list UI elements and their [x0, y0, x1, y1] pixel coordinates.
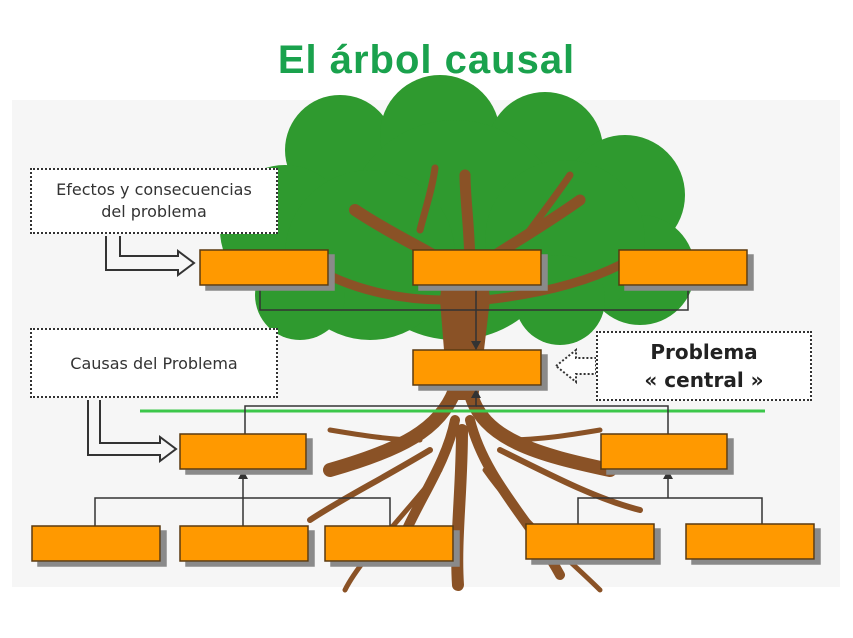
effects-pointer-arrow: [105, 236, 196, 277]
causes-label: Causas del Problema: [70, 353, 238, 373]
pointer-arrows: [87, 236, 196, 463]
causes-label-box: Causas del Problema: [30, 328, 278, 398]
root-cause-box-2: [179, 525, 309, 562]
root-cause-box-4: [525, 523, 655, 560]
effect-box-right: [618, 249, 748, 286]
effect-box-center: [412, 249, 542, 286]
problem-boxes: [31, 249, 815, 562]
central-label-line2: « central »: [644, 368, 764, 392]
root-cause-box-5: [685, 523, 815, 560]
effect-box-left: [199, 249, 329, 286]
effects-label-line1: Efectos y consecuencias: [56, 180, 252, 199]
cause-box-right: [600, 433, 728, 470]
connector-arrowheads: [238, 341, 673, 479]
effects-label-line2: del problema: [101, 202, 207, 221]
central-problem-label-box: Problema « central »: [596, 331, 812, 401]
root-cause-box-1: [31, 525, 161, 562]
effects-label-box: Efectos y consecuencias del problema: [30, 168, 278, 234]
connector-lines: [94, 287, 763, 526]
causes-pointer-arrow: [87, 400, 178, 463]
root-cause-box-3: [324, 525, 454, 562]
page-title: El árbol causal: [277, 38, 576, 82]
central-pointer-arrow: [554, 347, 597, 385]
tree-roots: [307, 383, 643, 593]
central-problem-box: [412, 349, 542, 386]
cause-box-left: [179, 433, 307, 470]
central-label-line1: Problema: [650, 340, 758, 364]
